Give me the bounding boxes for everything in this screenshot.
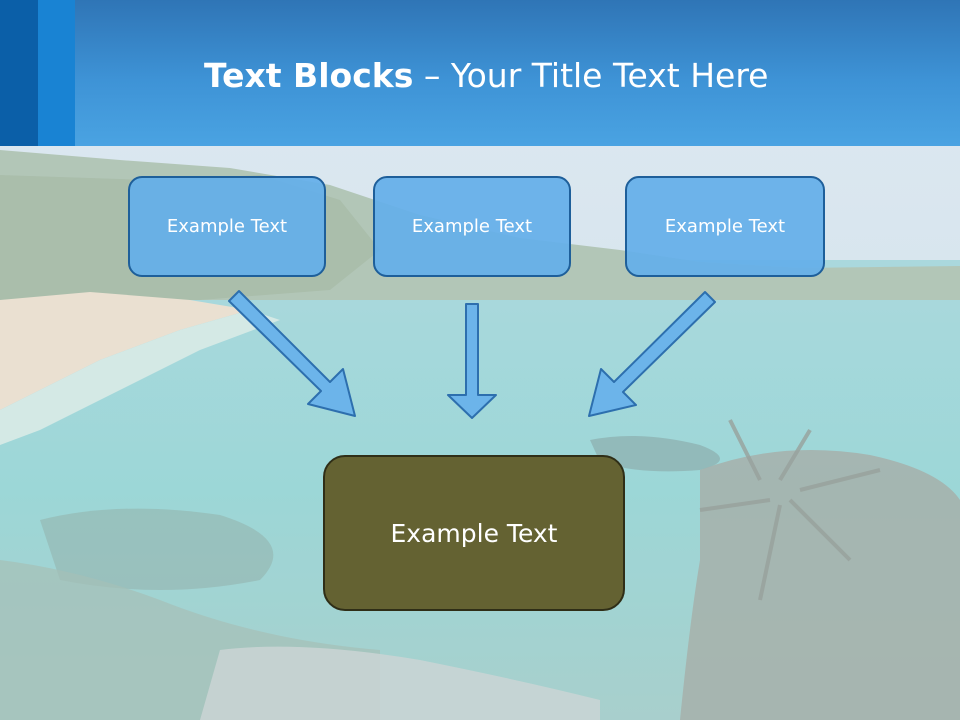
text-block-2[interactable]: Example Text bbox=[373, 176, 571, 277]
text-block-1[interactable]: Example Text bbox=[128, 176, 326, 277]
title-text: Your Title Text Here bbox=[450, 56, 769, 95]
header-band bbox=[0, 0, 960, 146]
text-block-label: Example Text bbox=[664, 216, 786, 237]
header-stripe bbox=[0, 0, 38, 146]
text-block-main[interactable]: Example Text bbox=[323, 455, 625, 611]
header-stripe bbox=[38, 0, 75, 146]
slide-title[interactable]: Text Blocks – Your Title Text Here bbox=[204, 54, 768, 98]
text-block-3[interactable]: Example Text bbox=[625, 176, 825, 277]
arrow-down-left-icon[interactable] bbox=[588, 291, 716, 417]
text-block-label: Example Text bbox=[411, 216, 533, 237]
title-separator: – bbox=[413, 56, 451, 95]
title-bold: Text Blocks bbox=[204, 56, 414, 95]
arrow-down-right-icon[interactable] bbox=[228, 290, 356, 417]
text-block-main-label: Example Text bbox=[390, 518, 558, 548]
text-block-label: Example Text bbox=[166, 216, 288, 237]
arrow-down-icon[interactable] bbox=[447, 303, 497, 419]
